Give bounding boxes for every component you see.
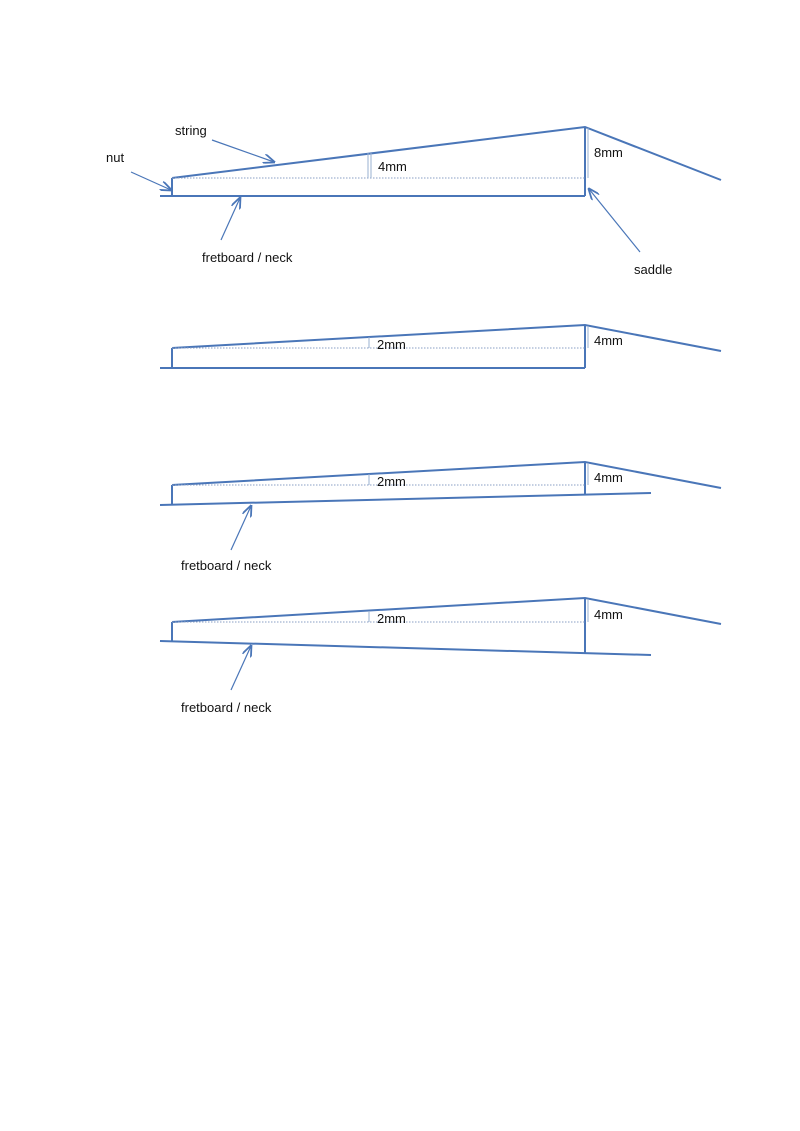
saddle-arrow (589, 189, 641, 253)
diagram-3-neck-back-bow: 2mm 4mm fretboard / neck (159, 460, 722, 573)
mid-height-label: 2mm (377, 611, 406, 626)
fretboard-label: fretboard / neck (202, 250, 293, 265)
string-arrow (211, 139, 274, 162)
mid-height-label: 2mm (377, 337, 406, 352)
fretboard-line (159, 640, 652, 656)
fretboard-arrow (230, 506, 251, 551)
string-line (171, 596, 722, 625)
fretboard-label: fretboard / neck (181, 700, 272, 715)
saddle-height-label: 4mm (594, 607, 623, 622)
fretboard-label: fretboard / neck (181, 558, 272, 573)
mid-height-label: 4mm (378, 159, 407, 174)
saddle-height-label: 8mm (594, 145, 623, 160)
string-line (171, 323, 722, 352)
string-line (171, 460, 722, 489)
diagram-2-lower-action: 2mm 4mm (160, 323, 722, 369)
nut-label: nut (106, 150, 124, 165)
string-line (171, 125, 722, 181)
fretboard-arrow (220, 198, 240, 241)
fretboard-arrow (230, 646, 251, 691)
string-label: string (175, 123, 207, 138)
diagram-1-standard-action: 4mm 8mm string nut fretboard / neck sadd… (106, 123, 722, 277)
saddle-height-label: 4mm (594, 470, 623, 485)
diagram-4-neck-forward-bow: 2mm 4mm fretboard / neck (159, 596, 722, 715)
saddle-height-label: 4mm (594, 333, 623, 348)
mid-height-label: 2mm (377, 474, 406, 489)
saddle-label: saddle (634, 262, 672, 277)
fretboard-line (159, 492, 652, 506)
nut-arrow (130, 171, 171, 190)
